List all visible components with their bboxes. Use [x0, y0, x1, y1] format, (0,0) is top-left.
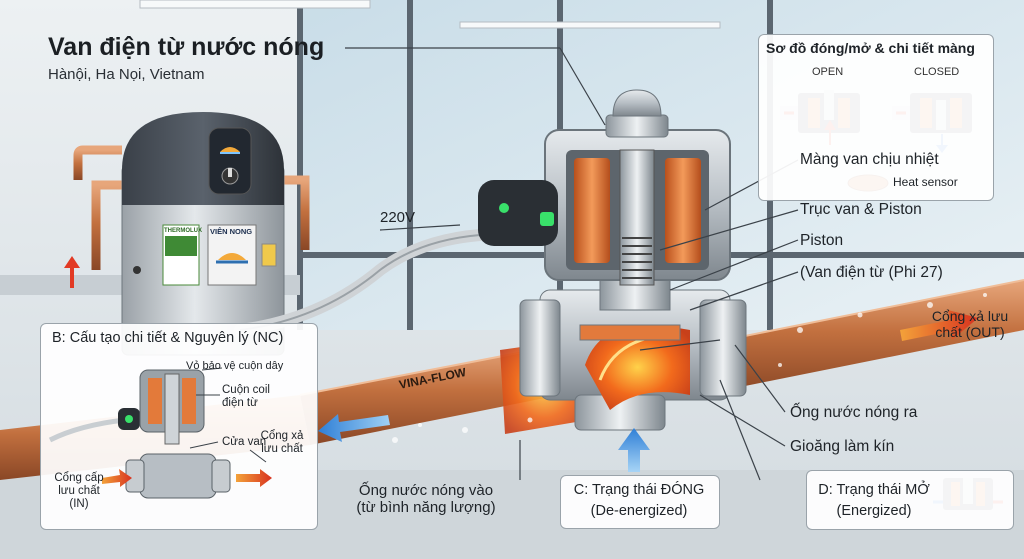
- heat-sensor-label: Heat sensor: [893, 175, 958, 189]
- connector-plug: [478, 180, 558, 246]
- panel-d-title: D: Trạng thái MỞ: [818, 482, 930, 498]
- solenoid-valve: [519, 89, 747, 431]
- leader-lines: [345, 47, 799, 481]
- panel-b-cover-label: Vỏ bảo vệ cuộn dây: [186, 360, 284, 372]
- inflow-arrow: [318, 414, 390, 442]
- panel-b-inlet-line-1: Cổng cấp: [54, 472, 104, 484]
- hot-in-line-2: (từ bình năng lượng): [356, 499, 496, 517]
- open-label: OPEN: [812, 66, 844, 78]
- location-subtitle: Hànội, Ha Nọi, Vietnam: [48, 66, 205, 83]
- panel-b-outlet-line-2: lưu chất: [261, 443, 303, 456]
- panel-b-inlet-label: Cổng cấp lưu chất (IN): [44, 472, 114, 512]
- panel-b-coil-line-2: điện từ: [222, 397, 258, 410]
- closed-label: CLOSED: [914, 66, 960, 78]
- page-title: Van điện từ nước nóng: [48, 33, 325, 61]
- pressure-arrow: [618, 428, 650, 472]
- stem-piston-callout: Trục van & Piston: [800, 201, 922, 218]
- panel-a-title: Sơ đồ đóng/mở & chi tiết màng: [766, 40, 975, 56]
- hot-in-pipe-callout: Ống nước nóng vào (từ bình năng lượng): [336, 482, 516, 517]
- voltage-label: 220V: [380, 209, 416, 226]
- outlet-port-callout: Cổng xả lưu chất (OUT): [920, 308, 1020, 340]
- panel-b-coil-label: Cuộn coil điện từ: [222, 384, 270, 410]
- hot-in-line-1: Ống nước nóng vào: [358, 482, 494, 499]
- panel-d-sub: (Energized): [836, 503, 912, 519]
- piston-callout: Piston: [800, 232, 844, 249]
- panel-closed-state: [560, 475, 720, 529]
- panel-open-state: [806, 470, 1014, 530]
- panel-b-outlet-line-1: Cổng xả: [260, 430, 304, 442]
- panel-diagram-open-close: [758, 34, 994, 201]
- valve-type-callout: (Van điện từ (Phi 27): [800, 264, 943, 281]
- panel-b-title: B: Cấu tạo chi tiết & Nguyên lý (NC): [52, 330, 284, 346]
- tank-brand-label: THERMOLUX: [164, 228, 202, 234]
- panel-b-inlet-line-2: lưu chất: [58, 485, 100, 498]
- panel-c-sub: (De-energized): [590, 503, 688, 519]
- gasket-callout: Gioăng làm kín: [790, 438, 895, 455]
- panel-b-outlet-label: Cổng xả lưu chất: [252, 430, 312, 456]
- panel-b-valve-illustration: [48, 367, 272, 499]
- hot-out-pipe-callout: Ống nước nóng ra: [790, 404, 918, 421]
- tank-brand-label-2: VIÊN NONG: [210, 227, 253, 236]
- outlet-port-line-2: chất (OUT): [935, 324, 1005, 341]
- membrane-callout: Màng van chịu nhiệt: [800, 151, 939, 168]
- panel-c-title: C: Trạng thái ĐÓNG: [573, 482, 705, 498]
- outflow-arrow: [900, 310, 978, 341]
- outlet-port-line-1: Cổng xả lưu: [931, 308, 1009, 324]
- panel-b-gate-label: Cửa van: [222, 436, 267, 448]
- panel-b-coil-line-1: Cuộn coil: [222, 384, 270, 396]
- panel-b-inlet-line-3: (IN): [69, 498, 89, 511]
